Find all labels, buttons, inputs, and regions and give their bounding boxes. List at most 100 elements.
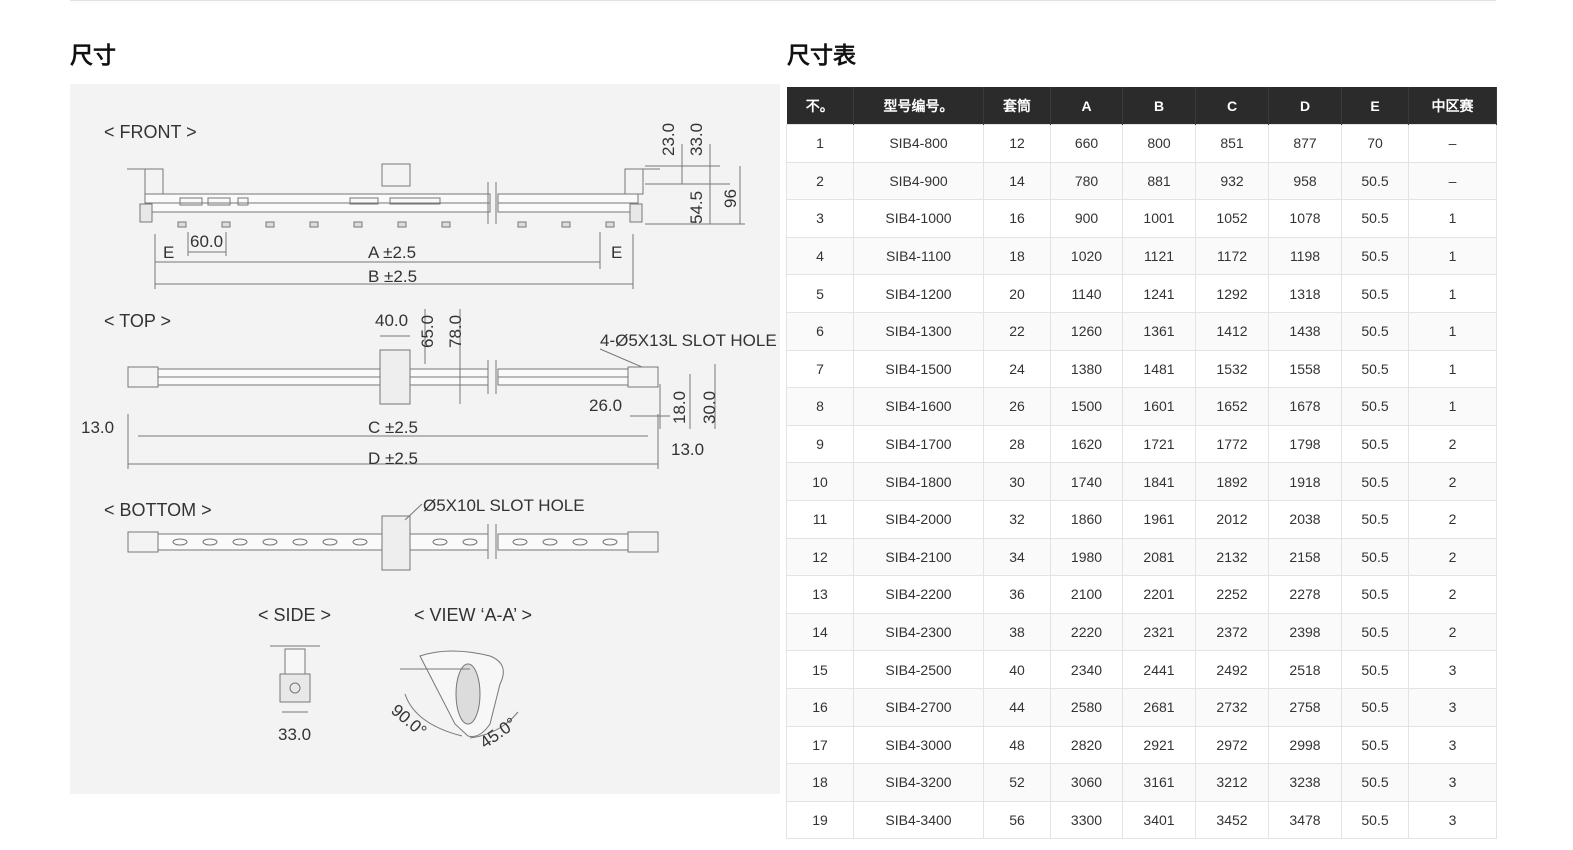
table-cell: 1740	[1050, 462, 1123, 501]
table-cell: 3212	[1195, 763, 1269, 802]
table-cell: SIB4-1700	[853, 424, 984, 464]
table-cell: 3	[1408, 687, 1497, 727]
table-cell: 16	[983, 199, 1051, 238]
bottom-view-label: < BOTTOM >	[104, 500, 212, 520]
table-cell: SIB4-3000	[853, 725, 984, 765]
table-cell: 24	[983, 349, 1051, 389]
table-cell: SIB4-1100	[853, 236, 984, 276]
table-cell: 1078	[1268, 199, 1342, 238]
table-cell: 14	[786, 612, 854, 652]
dim-60: 60.0	[190, 232, 223, 251]
table-cell: 1620	[1050, 424, 1123, 464]
table-cell: 50.5	[1341, 199, 1409, 238]
table-cell: 2580	[1050, 687, 1123, 727]
table-cell: SIB4-2500	[853, 650, 984, 689]
table-cell: 2220	[1050, 612, 1123, 652]
column-header: C	[1195, 87, 1269, 125]
dim-23: 23.0	[659, 123, 678, 156]
table-cell: 1841	[1122, 462, 1196, 501]
side-view-part	[270, 645, 320, 703]
table-cell: SIB4-2200	[853, 575, 984, 614]
table-cell: 1020	[1050, 236, 1123, 276]
table-cell: 1500	[1050, 387, 1123, 426]
table-cell: 1198	[1268, 236, 1342, 276]
table-cell: 1121	[1122, 236, 1196, 276]
table-cell: 2921	[1122, 725, 1196, 765]
table-cell: 50.5	[1341, 763, 1409, 802]
table-cell: 50.5	[1341, 725, 1409, 765]
column-header: D	[1268, 87, 1342, 125]
table-cell: 19	[786, 800, 854, 840]
table-cell: 1532	[1195, 349, 1269, 389]
table-cell: SIB4-2300	[853, 612, 984, 652]
table-cell: 2998	[1268, 725, 1342, 765]
table-cell: 1	[1408, 274, 1497, 313]
table-cell: 17	[786, 725, 854, 765]
table-cell: –	[1408, 124, 1497, 163]
table-cell: 1	[786, 124, 854, 163]
table-cell: 28	[983, 424, 1051, 464]
table-cell: 2820	[1050, 725, 1123, 765]
table-cell: SIB4-1000	[853, 199, 984, 238]
table-cell: 36	[983, 575, 1051, 614]
table-cell: 1678	[1268, 387, 1342, 426]
dim-b: B ±2.5	[368, 267, 417, 286]
table-cell: SIB4-2000	[853, 499, 984, 539]
table-cell: 2441	[1122, 650, 1196, 689]
table-cell: 20	[983, 274, 1051, 313]
table-cell: 50.5	[1341, 612, 1409, 652]
table-cell: 932	[1195, 161, 1269, 201]
table-cell: 52	[983, 763, 1051, 802]
table-cell: 2	[1408, 424, 1497, 464]
table-cell: SIB4-3200	[853, 763, 984, 802]
table-cell: 50.5	[1341, 499, 1409, 539]
table-cell: 7	[786, 349, 854, 389]
dim-30: 30.0	[700, 391, 719, 424]
table-cell: 3478	[1268, 800, 1342, 840]
table-cell: 50.5	[1341, 537, 1409, 577]
table-cell: 5	[786, 274, 854, 313]
table-cell: 1980	[1050, 537, 1123, 577]
column-header: 型号编号。	[853, 87, 984, 125]
table-cell: –	[1408, 161, 1497, 201]
table-cell: 16	[786, 687, 854, 727]
table-cell: 780	[1050, 161, 1123, 201]
table-cell: 1438	[1268, 311, 1342, 351]
front-view-label: < FRONT >	[104, 122, 197, 142]
dimension-table-title: 尺寸表	[787, 43, 856, 69]
table-cell: 18	[983, 236, 1051, 276]
table-cell: 1318	[1268, 274, 1342, 313]
dim-side-33: 33.0	[278, 725, 311, 744]
table-cell: 800	[1122, 124, 1196, 163]
table-cell: 50.5	[1341, 161, 1409, 201]
table-cell: 56	[983, 800, 1051, 840]
table-cell: 3401	[1122, 800, 1196, 840]
table-cell: SIB4-1200	[853, 274, 984, 313]
table-cell: 50.5	[1341, 424, 1409, 464]
table-cell: 3161	[1122, 763, 1196, 802]
table-cell: 1241	[1122, 274, 1196, 313]
table-cell: 2252	[1195, 575, 1269, 614]
table-cell: 2758	[1268, 687, 1342, 727]
table-cell: 1	[1408, 311, 1497, 351]
table-cell: 18	[786, 763, 854, 802]
table-cell: 2321	[1122, 612, 1196, 652]
table-cell: 881	[1122, 161, 1196, 201]
table-cell: 11	[786, 499, 854, 539]
table-cell: 1172	[1195, 236, 1269, 276]
column-header: 中区赛	[1408, 87, 1497, 125]
table-cell: 2681	[1122, 687, 1196, 727]
table-cell: 3	[1408, 800, 1497, 840]
table-cell: 3300	[1050, 800, 1123, 840]
table-cell: 3	[786, 199, 854, 238]
table-cell: 15	[786, 650, 854, 689]
